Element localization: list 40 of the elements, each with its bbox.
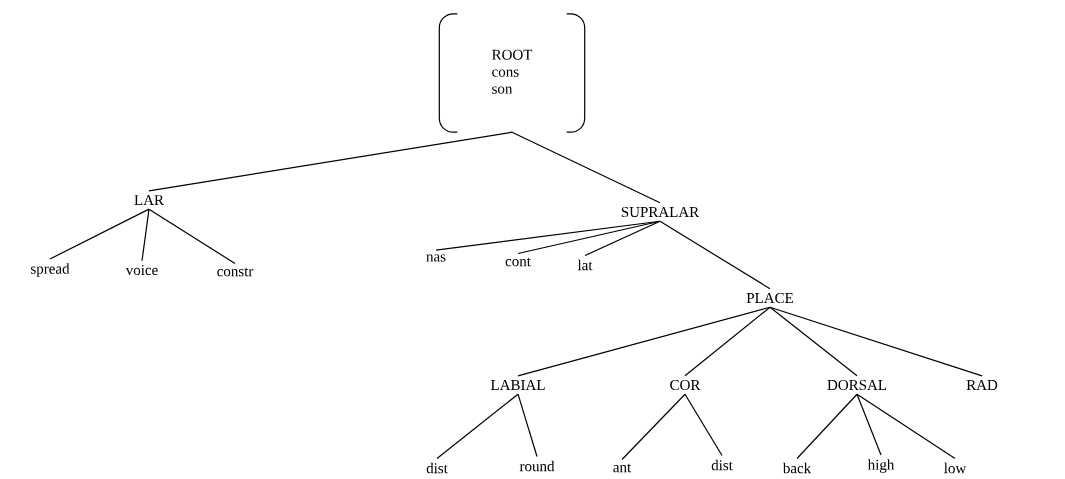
feature-label: high xyxy=(867,459,895,473)
feature-label: DORSAL xyxy=(827,379,887,391)
tree-branch xyxy=(769,306,858,377)
tree-branch xyxy=(511,131,661,204)
tree-branch xyxy=(436,393,519,460)
tree-branch xyxy=(148,131,513,192)
feature-label: SUPRALAR xyxy=(621,206,700,218)
feature-label: dist xyxy=(711,459,733,471)
feature-label: LABIAL xyxy=(490,380,545,390)
feature-label: COR xyxy=(670,379,701,391)
feature-label: PLACE xyxy=(746,292,793,304)
tree-branch xyxy=(684,393,723,457)
bracketed-feature-box: ROOT cons son xyxy=(438,13,586,133)
feature-label: cont xyxy=(505,257,531,267)
feature-label: spread xyxy=(31,263,70,277)
feature-label: RAD xyxy=(966,380,998,390)
tree-branch xyxy=(856,393,956,460)
tree-branch xyxy=(584,220,661,257)
tree-branch xyxy=(856,393,882,456)
tree-branch xyxy=(621,393,686,461)
tree-branch xyxy=(517,220,661,255)
tree-branch xyxy=(148,208,236,265)
feature-label: back xyxy=(782,462,812,474)
tree-branch xyxy=(769,306,983,377)
tree-branch xyxy=(659,220,771,290)
tree-branch xyxy=(141,208,150,262)
tree-branch xyxy=(684,306,771,377)
feature-label: LAR xyxy=(134,195,164,205)
tree-branch xyxy=(796,393,858,460)
tree-branch xyxy=(517,393,538,458)
feature-label: ant xyxy=(613,463,632,473)
feature-label: lat xyxy=(577,259,593,271)
feature-label: voice xyxy=(125,264,158,276)
feature-label: constr xyxy=(217,267,254,277)
feature-label: low xyxy=(944,462,967,474)
tree-branch xyxy=(517,306,771,377)
feature-label: nas xyxy=(426,254,446,262)
feature-label: round xyxy=(519,460,555,472)
feature-label: dist xyxy=(426,462,448,474)
tree-branch xyxy=(49,208,150,260)
